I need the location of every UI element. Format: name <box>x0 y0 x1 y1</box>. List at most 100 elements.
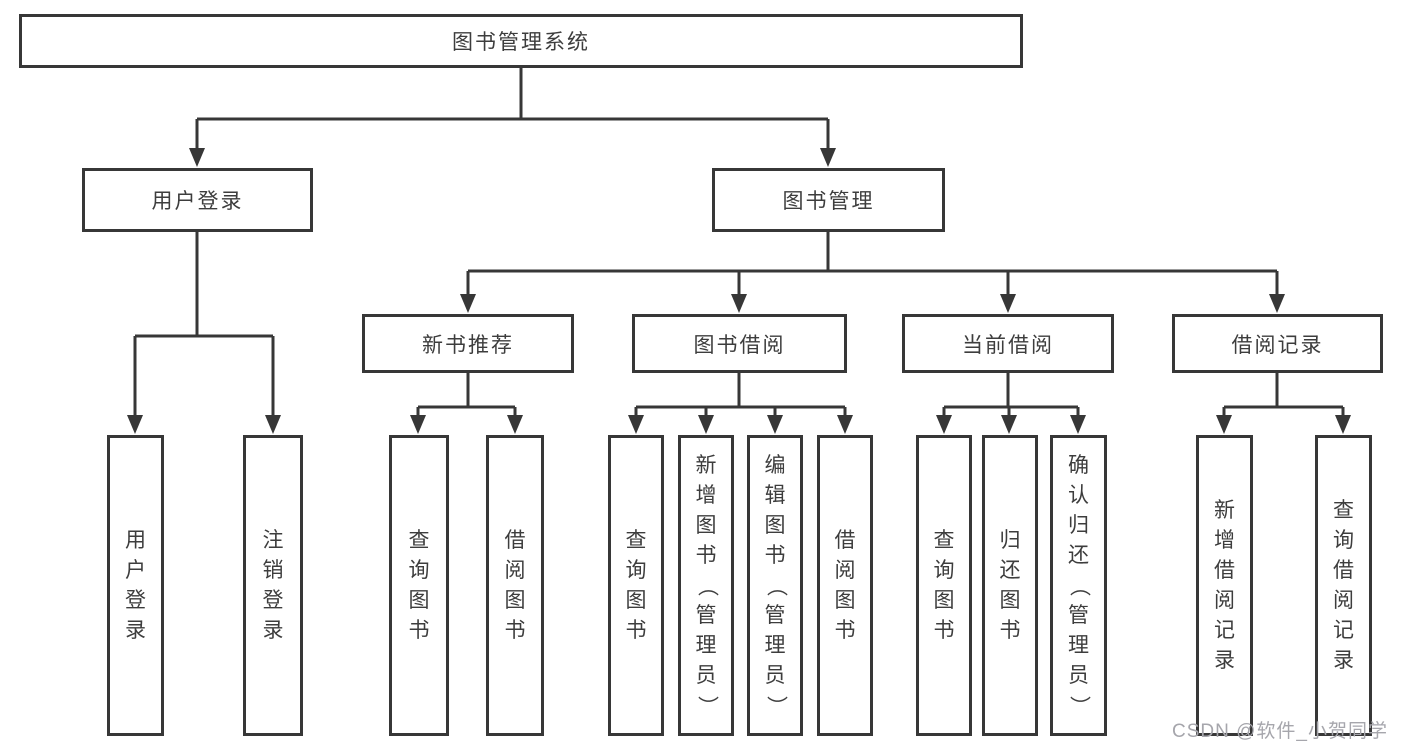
vertical-char: 管 <box>1068 603 1089 627</box>
vertical-char: （ <box>764 575 787 596</box>
vertical-char: 还 <box>1068 543 1089 567</box>
node-book-management: 图书管理 <box>712 168 945 232</box>
vertical-char: 员 <box>695 663 717 687</box>
vertical-char: 询 <box>625 558 647 582</box>
vertical-char: 户 <box>125 558 146 582</box>
vertical-char: 阅 <box>504 558 526 582</box>
vertical-char: 管 <box>695 603 717 627</box>
vertical-char: 归 <box>999 528 1021 552</box>
leaf-user-login: 用户登录 <box>107 435 164 736</box>
arrowhead-down-icon <box>837 415 853 434</box>
vertical-char: 录 <box>1333 648 1354 672</box>
vertical-char: 图 <box>764 513 786 537</box>
vertical-char: 查 <box>1333 498 1354 522</box>
vertical-char: ） <box>764 695 787 716</box>
node-user-login: 用户登录 <box>82 168 313 232</box>
arrowhead-down-icon <box>698 415 714 434</box>
vertical-char: 理 <box>695 633 717 657</box>
leaf-add-book-admin: 新增图书 （ 管理员 ） <box>678 435 734 736</box>
node-new-book-recommend: 新书推荐 <box>362 314 574 373</box>
node-borrow-records: 借阅记录 <box>1172 314 1383 373</box>
leaf-query-books-2: 查询图书 <box>608 435 664 736</box>
arrowhead-down-icon <box>767 415 783 434</box>
arrowhead-down-icon <box>410 415 426 434</box>
vertical-char: （ <box>1067 575 1091 596</box>
leaf-return-book: 归还图书 <box>982 435 1038 736</box>
vertical-char: （ <box>695 575 718 596</box>
vertical-char: 图 <box>695 513 717 537</box>
arrowhead-down-icon <box>1335 415 1351 434</box>
vertical-char: 录 <box>262 618 284 642</box>
node-library-management-system: 图书管理系统 <box>19 14 1023 68</box>
vertical-char: 书 <box>933 618 955 642</box>
arrowhead-down-icon <box>936 415 952 434</box>
vertical-char: 录 <box>1214 648 1235 672</box>
vertical-char: ） <box>1067 695 1091 716</box>
vertical-char: 录 <box>125 618 146 642</box>
leaf-query-borrow-record: 查询借阅记录 <box>1315 435 1372 736</box>
vertical-char: 图 <box>408 588 430 612</box>
arrowhead-down-icon <box>1269 294 1285 313</box>
vertical-char: 认 <box>1068 483 1089 507</box>
leaf-query-books-1: 查询图书 <box>389 435 449 736</box>
vertical-char: 询 <box>933 558 955 582</box>
vertical-char: 借 <box>504 528 526 552</box>
arrowhead-down-icon <box>1001 415 1017 434</box>
vertical-char: ） <box>695 695 718 716</box>
vertical-char: 查 <box>408 528 430 552</box>
node-current-borrowing: 当前借阅 <box>902 314 1114 373</box>
vertical-char: 书 <box>834 618 856 642</box>
arrowhead-down-icon <box>628 415 644 434</box>
vertical-char: 书 <box>764 543 786 567</box>
vertical-char: 查 <box>933 528 955 552</box>
vertical-char: 编 <box>764 453 786 477</box>
vertical-char: 员 <box>1068 663 1089 687</box>
vertical-char: 图 <box>933 588 955 612</box>
vertical-char: 借 <box>1333 558 1354 582</box>
vertical-char: 归 <box>1068 513 1089 537</box>
vertical-char: 借 <box>834 528 856 552</box>
vertical-char: 图 <box>834 588 856 612</box>
leaf-query-books-3: 查询图书 <box>916 435 972 736</box>
leaf-confirm-return-admin: 确认归还（管理员） <box>1050 435 1107 736</box>
node-book-borrowing: 图书借阅 <box>632 314 847 373</box>
leaf-edit-book-admin: 编辑图书（管理员） <box>747 435 803 736</box>
vertical-char: 记 <box>1214 618 1235 642</box>
vertical-char: 新 <box>695 453 717 477</box>
arrowhead-down-icon <box>460 294 476 313</box>
vertical-char: 查 <box>625 528 647 552</box>
arrowhead-down-icon <box>265 415 281 434</box>
vertical-char: 用 <box>125 528 146 552</box>
vertical-char: 增 <box>695 483 717 507</box>
vertical-char: 书 <box>999 618 1021 642</box>
vertical-char: 图 <box>625 588 647 612</box>
leaf-borrow-books-2: 借阅图书 <box>817 435 873 736</box>
vertical-char: 书 <box>625 618 647 642</box>
vertical-char: 销 <box>262 558 284 582</box>
vertical-char: 还 <box>999 558 1021 582</box>
vertical-char: 书 <box>504 618 526 642</box>
vertical-char: 增 <box>1214 528 1235 552</box>
arrowhead-down-icon <box>189 148 205 167</box>
vertical-char: 新 <box>1214 498 1235 522</box>
arrowhead-down-icon <box>820 148 836 167</box>
vertical-char: 管 <box>764 603 786 627</box>
vertical-char: 记 <box>1333 618 1354 642</box>
vertical-char: 阅 <box>1214 588 1235 612</box>
arrowhead-down-icon <box>1000 294 1016 313</box>
arrowhead-down-icon <box>1216 415 1232 434</box>
arrowhead-down-icon <box>507 415 523 434</box>
leaf-add-borrow-record: 新增借阅记录 <box>1196 435 1253 736</box>
vertical-char: 阅 <box>1333 588 1354 612</box>
vertical-char: 员 <box>764 663 786 687</box>
vertical-char: 借 <box>1214 558 1235 582</box>
vertical-char: 书 <box>695 543 717 567</box>
vertical-char: 图 <box>999 588 1021 612</box>
vertical-char: 图 <box>504 588 526 612</box>
leaf-logout: 注销登录 <box>243 435 303 736</box>
arrowhead-down-icon <box>127 415 143 434</box>
vertical-char: 确 <box>1068 453 1089 477</box>
vertical-char: 登 <box>262 588 284 612</box>
arrowhead-down-icon <box>1070 415 1086 434</box>
